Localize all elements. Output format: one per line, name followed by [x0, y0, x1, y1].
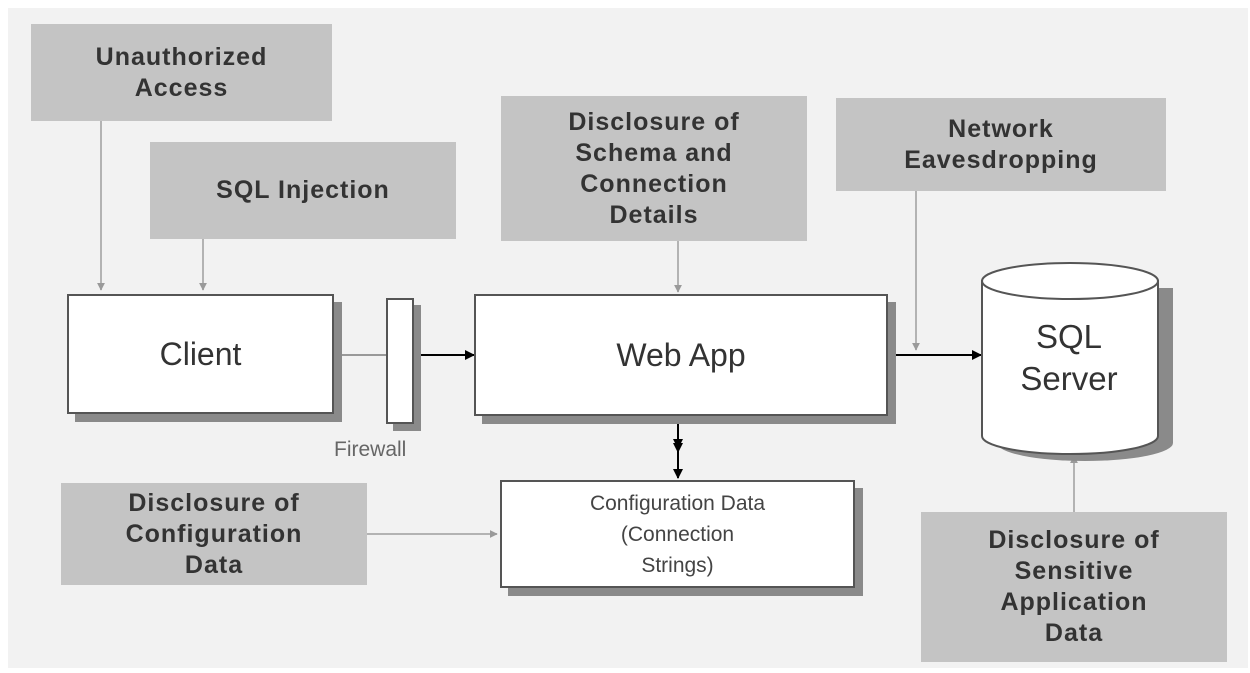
client-box: Client	[67, 294, 334, 414]
sql-server-label: SQL Server	[1020, 318, 1118, 397]
threat-sql-injection: SQL Injection	[150, 142, 456, 239]
sql-server-cylinder	[981, 262, 1173, 461]
threat-sensitive-data-disclosure: Disclosure of Sensitive Application Data	[921, 512, 1227, 662]
threat-configuration-disclosure: Disclosure of Configuration Data	[61, 483, 367, 585]
web-app-label: Web App	[616, 336, 746, 373]
firewall-label: Firewall	[334, 438, 407, 461]
web-app-box: Web App	[474, 294, 888, 416]
threat-unauthorized-access: Unauthorized Access	[31, 24, 332, 121]
threat-schema-disclosure: Disclosure of Schema and Connection Deta…	[501, 96, 807, 241]
client-label: Client	[159, 335, 242, 372]
threat-network-eavesdropping: Network Eavesdropping	[836, 98, 1166, 191]
firewall-box	[386, 298, 414, 424]
configuration-data-box: Configuration Data (Connection Strings)	[500, 480, 855, 588]
